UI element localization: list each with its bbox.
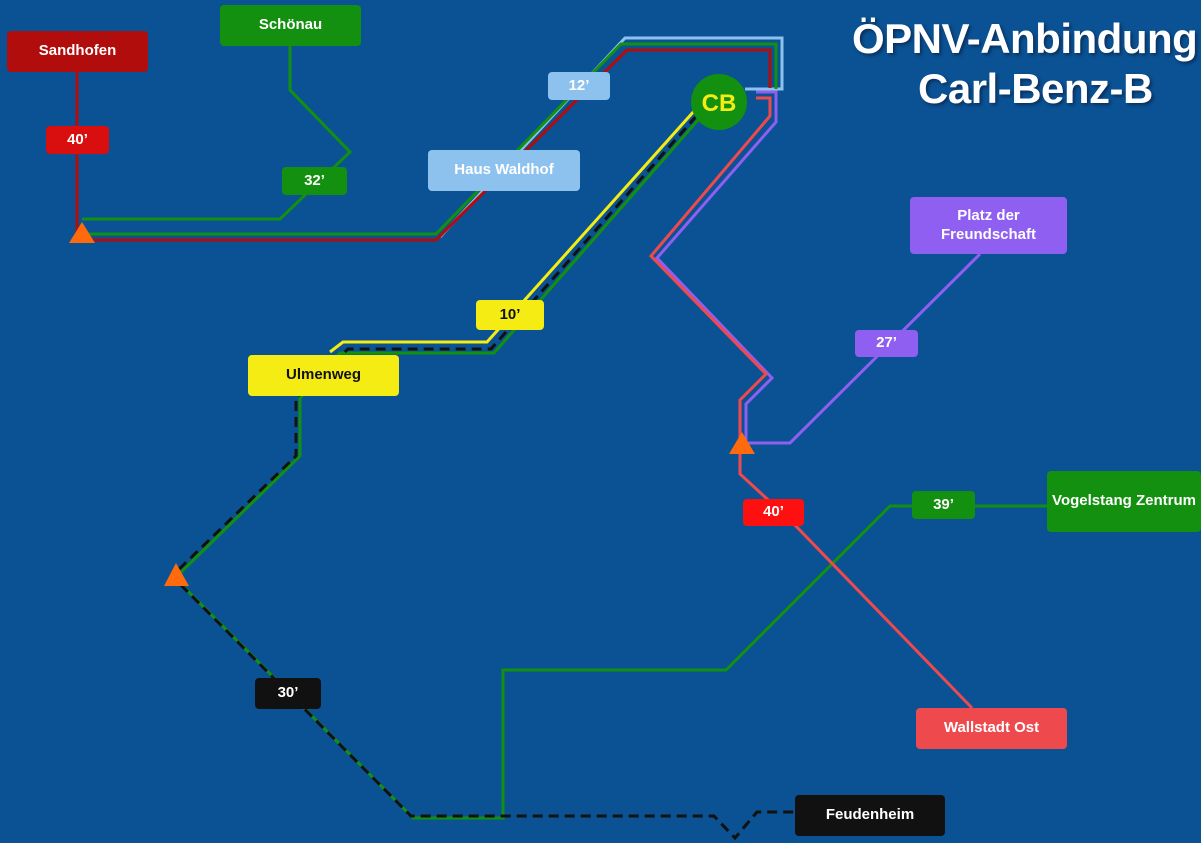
platz-route bbox=[654, 90, 982, 445]
time-badge-vogelstang: 39’ bbox=[912, 491, 975, 519]
schoenau-route-trunk bbox=[82, 42, 778, 236]
destination-vogelstang-zentrum[interactable]: Vogelstang Zentrum bbox=[1047, 471, 1201, 532]
destination-haus-waldhof[interactable]: Haus Waldhof bbox=[428, 150, 580, 191]
transfer-marker-feudenheim bbox=[164, 563, 189, 586]
hub-label: CB bbox=[702, 90, 737, 117]
destination-feudenheim[interactable]: Feudenheim bbox=[795, 795, 945, 836]
time-badge-haus-waldhof: 12’ bbox=[548, 72, 610, 100]
destination-sandhofen[interactable]: Sandhofen bbox=[7, 31, 148, 72]
destination-wallstadt-ost[interactable]: Wallstadt Ost bbox=[916, 708, 1067, 749]
time-badge-platz: 27’ bbox=[855, 330, 918, 357]
time-badge-sandhofen: 40’ bbox=[46, 126, 109, 154]
hub-circle bbox=[691, 74, 747, 130]
transfer-marker-wallstadt bbox=[729, 432, 755, 454]
title-line-2: Carl-Benz-B bbox=[918, 65, 1153, 112]
time-badge-ulmenweg: 10’ bbox=[476, 300, 544, 330]
map-title: ÖPNV-Anbindung Carl-Benz-B bbox=[820, 14, 1201, 114]
schoenau-route bbox=[82, 46, 353, 221]
destination-platz-der-freundschaft[interactable]: Platz der Freundschaft bbox=[910, 197, 1067, 254]
wallstadt-route bbox=[648, 96, 974, 710]
destination-ulmenweg[interactable]: Ulmenweg bbox=[248, 355, 399, 396]
time-badge-schoenau: 32’ bbox=[282, 167, 347, 195]
sandhofen-route bbox=[75, 48, 772, 242]
title-line-1: ÖPNV-Anbindung bbox=[852, 15, 1198, 62]
destination-schoenau[interactable]: Schönau bbox=[220, 5, 361, 46]
ulmenweg-route bbox=[329, 98, 706, 354]
time-badge-wallstadt: 40’ bbox=[743, 499, 804, 526]
feudenheim-route bbox=[169, 103, 795, 841]
transfer-marker-sandhofen bbox=[69, 222, 95, 243]
time-badge-feudenheim: 30’ bbox=[255, 678, 321, 709]
